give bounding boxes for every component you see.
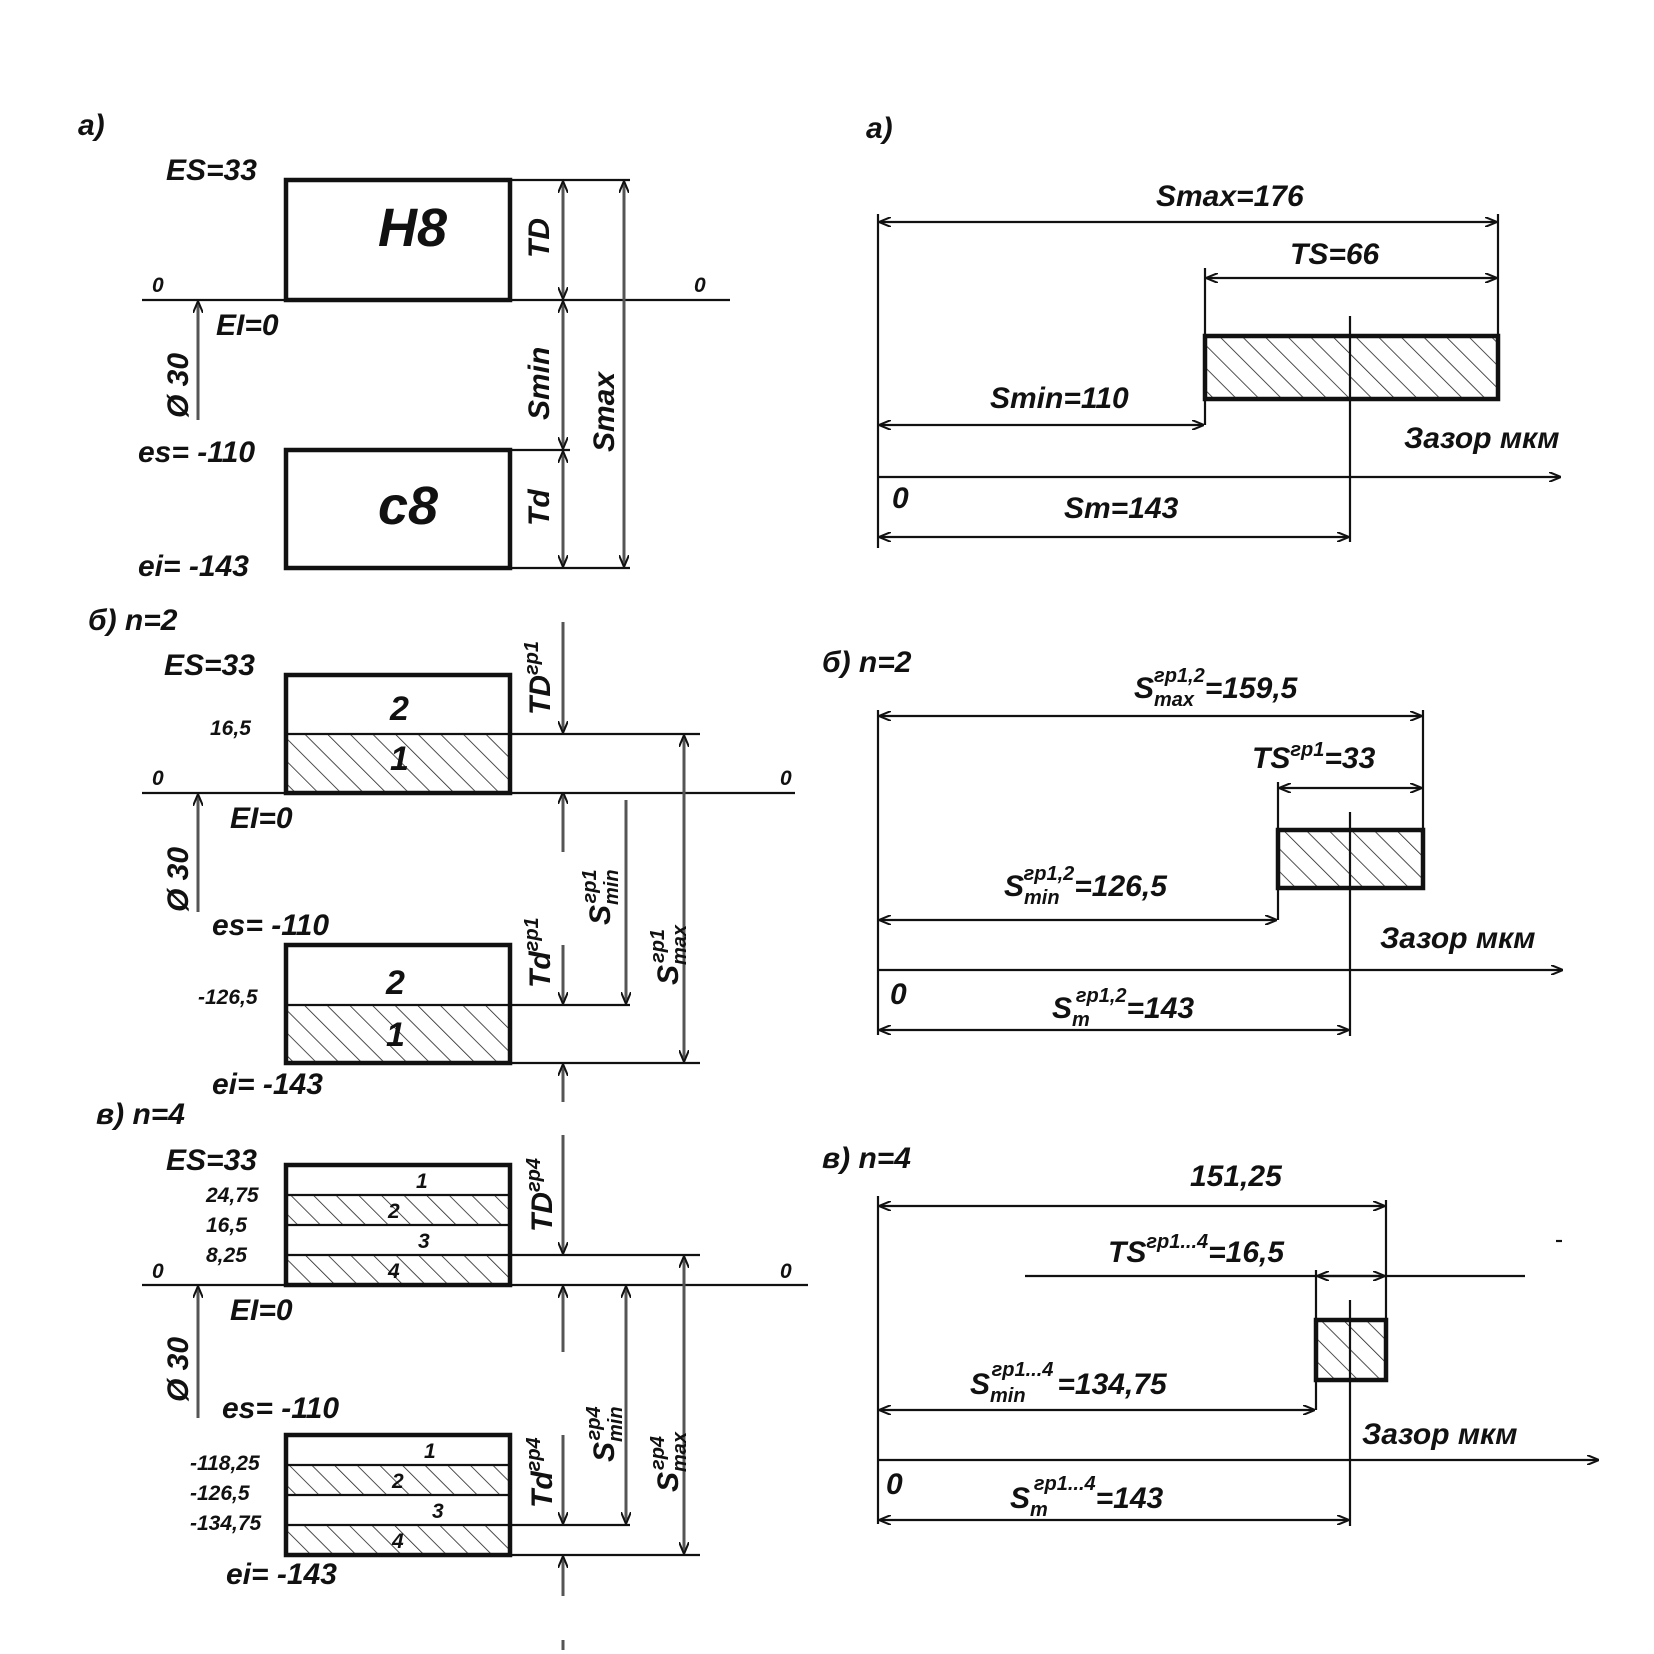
- smin-label: Smin: [523, 347, 556, 420]
- smin-gr1-label: Sminгр1: [579, 869, 623, 925]
- panel-label: а): [78, 109, 105, 142]
- shaft-tick-3: -134,75: [190, 1512, 262, 1535]
- hole-group-1-hatch: [286, 734, 510, 793]
- td-shaft-gr4-label: Tdгр4: [523, 1437, 559, 1508]
- zero-label: 0: [890, 978, 907, 1011]
- es-hole-label: ES=33: [164, 649, 255, 682]
- ei-hole-label: EI=0: [216, 309, 279, 342]
- shaft-tolerance-field: [283, 447, 513, 571]
- ei-hole-label: EI=0: [230, 1294, 293, 1327]
- zero-label-left: 0: [152, 274, 164, 297]
- axis-label: Зазор мкм: [1404, 422, 1559, 455]
- shaft-group-4: 4: [391, 1530, 404, 1553]
- shaft-group-2: 2: [391, 1470, 404, 1493]
- shaft-group-1: 1: [386, 1016, 405, 1054]
- td-gr1-label: TDгр1: [521, 641, 557, 715]
- clearance-field-hatch: [1205, 336, 1498, 399]
- ts-label: TSгр1...4=16,5: [1108, 1231, 1285, 1269]
- hole-group-2-hatch: [286, 1195, 510, 1225]
- diameter-label: Ø 30: [162, 847, 195, 912]
- diameter-label: Ø 30: [162, 353, 195, 418]
- hole-group-3: 3: [418, 1230, 430, 1253]
- diameter-label: Ø 30: [162, 1337, 195, 1402]
- left-panel-a: а) 0 0 H8 c8 TD Smin Td Smax Ø 30 ES=33 …: [78, 109, 730, 583]
- shaft-tick-1: -118,25: [190, 1452, 260, 1475]
- shaft-group-2: 2: [385, 964, 405, 1002]
- right-panel-a: а) 0 Зазор мкм Smax=176 TS=66 Smin=110 S…: [866, 112, 1560, 548]
- ts-label: TS=66: [1290, 238, 1380, 271]
- sm-label: Sm=143: [1064, 492, 1179, 525]
- zero-label-right: 0: [694, 274, 706, 297]
- td-label: TD: [523, 218, 556, 258]
- right-panel-c: в) n=4 0 Зазор мкм 151,25 TSгр1...4=16,5…: [822, 1142, 1598, 1526]
- hole-group-2: 2: [389, 690, 409, 728]
- smax-label: Smaxгр1,2=159,5: [1134, 665, 1299, 711]
- shaft-group-4-hatch: [286, 1525, 510, 1555]
- sm-label: Smгр1...4=143: [1010, 1473, 1164, 1521]
- es-hole-label: ES=33: [166, 154, 257, 187]
- hole-group-2: 2: [387, 1200, 400, 1223]
- shaft-group-3: 3: [432, 1500, 444, 1523]
- panel-label: а): [866, 112, 893, 145]
- td-shaft-gr1-label: Tdгр1: [521, 917, 557, 988]
- zero-label-right: 0: [780, 1260, 792, 1283]
- zero-label-left: 0: [152, 1260, 164, 1283]
- zero-label: 0: [886, 1468, 903, 1501]
- shaft-group-1-hatch: [286, 1005, 510, 1063]
- shaft-tick-2: -126,5: [190, 1482, 250, 1505]
- es-hole-label: ES=33: [166, 1144, 257, 1177]
- ei-shaft-label: ei= -143: [212, 1068, 323, 1101]
- panel-label: в) n=4: [96, 1098, 185, 1131]
- es-shaft-label: es= -110: [212, 909, 329, 942]
- panel-label: б) n=2: [88, 604, 178, 637]
- sm-label: Smгр1,2=143: [1052, 985, 1194, 1031]
- es-shaft-label: es= -110: [222, 1392, 339, 1425]
- ei-shaft-label: ei= -143: [138, 550, 249, 583]
- right-panel-b: б) n=2 0 Зазор мкм Smaxгр1,2=159,5 TSгр1…: [822, 646, 1562, 1036]
- td-gr4-label: TDгр4: [523, 1158, 559, 1232]
- panel-label: б) n=2: [822, 646, 912, 679]
- hole-mid-tick: 16,5: [210, 717, 251, 740]
- smin-label: Sminгр1...4=134,75: [970, 1359, 1168, 1407]
- td-shaft-label: Td: [523, 489, 556, 526]
- smax-label: Smax=176: [1156, 180, 1304, 213]
- ts-label: TSгр1=33: [1252, 739, 1376, 775]
- hole-group-4-hatch: [286, 1255, 510, 1285]
- hole-tolerance-field: [283, 177, 513, 303]
- zero-label: 0: [892, 482, 909, 515]
- axis-label: Зазор мкм: [1362, 1418, 1517, 1451]
- smax-gr4-label: Smaxгр4: [647, 1431, 691, 1492]
- hole-group-4: 4: [387, 1260, 400, 1283]
- smax-gr1-label: Smaxгр1: [647, 924, 691, 985]
- smin-gr4-label: Sminгр4: [583, 1406, 627, 1462]
- shaft-group-2-hatch: [286, 1465, 510, 1495]
- hole-tick-3: 8,25: [206, 1244, 247, 1267]
- smax-label: 151,25: [1190, 1160, 1283, 1193]
- hole-group-1: 1: [390, 740, 409, 778]
- zero-label-right: 0: [780, 767, 792, 790]
- zero-label-left: 0: [152, 767, 164, 790]
- smax-label: Smax: [588, 371, 621, 452]
- ei-hole-label: EI=0: [230, 802, 293, 835]
- axis-label: Зазор мкм: [1380, 922, 1535, 955]
- hole-field-label: H8: [378, 198, 447, 258]
- smin-label: Sminгр1,2=126,5: [1004, 863, 1168, 909]
- left-panel-b: б) n=2 0 0 2 1 2 1 TDгр1 Tdгр1 Sminгр1 S…: [88, 604, 795, 1102]
- shaft-field-label: c8: [378, 476, 438, 536]
- panel-label: в) n=4: [822, 1142, 911, 1175]
- hole-tick-2: 16,5: [206, 1214, 247, 1237]
- left-panel-c: в) n=4 0 0 1 2 3 4 1 2 3 4 TDгр4 Tdгр: [96, 1098, 808, 1650]
- shaft-mid-tick: -126,5: [198, 986, 258, 1009]
- hole-tick-1: 24,75: [205, 1184, 259, 1207]
- es-shaft-label: es= -110: [138, 436, 255, 469]
- smin-label: Smin=110: [990, 382, 1129, 415]
- ei-shaft-label: ei= -143: [226, 1558, 337, 1591]
- hole-group-1: 1: [416, 1170, 428, 1193]
- shaft-group-1: 1: [424, 1440, 436, 1463]
